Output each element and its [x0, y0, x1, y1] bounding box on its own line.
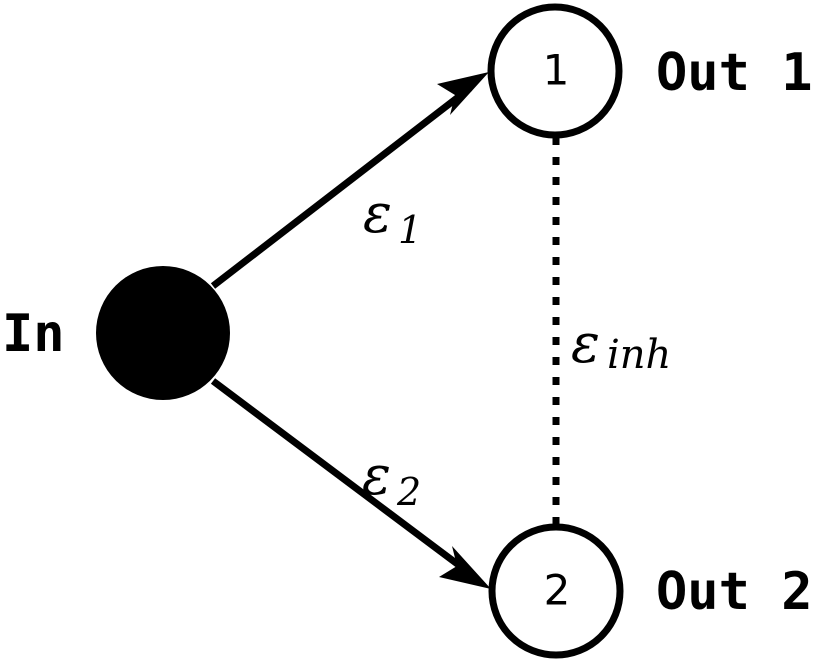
node-out1-number: 1: [543, 46, 570, 95]
output2-label: Out 2: [656, 562, 813, 622]
node-out2-circle[interactable]: [488, 523, 624, 659]
epsilon-inh-subscript: inh: [607, 332, 671, 378]
edge-weight-epsilon-2: ε 2: [362, 444, 421, 514]
node-input-circle[interactable]: [96, 266, 230, 400]
edge-input-to-node1-line: [210, 85, 473, 289]
edge-input-to-node1: [210, 72, 489, 289]
epsilon-1-subscript: 1: [398, 208, 422, 252]
epsilon-inh-symbol: ε: [571, 312, 600, 375]
edge-input-to-node2: [210, 378, 491, 589]
edge-input-to-node2-line: [210, 378, 475, 578]
edge-weight-epsilon-inh: ε inh: [571, 312, 671, 378]
edge-input-to-node2-arrowhead: [439, 546, 491, 589]
input-label: In: [2, 304, 65, 364]
edge-input-to-node1-arrowhead: [437, 72, 489, 115]
epsilon-2-symbol: ε: [362, 444, 391, 507]
edge-weight-epsilon-1: ε 1: [363, 182, 422, 252]
node-out1-circle[interactable]: [487, 3, 623, 139]
output1-label: Out 1: [656, 43, 813, 103]
node-out2-number: 2: [544, 566, 571, 615]
epsilon-2-subscript: 2: [396, 470, 421, 514]
epsilon-1-symbol: ε: [363, 182, 392, 245]
